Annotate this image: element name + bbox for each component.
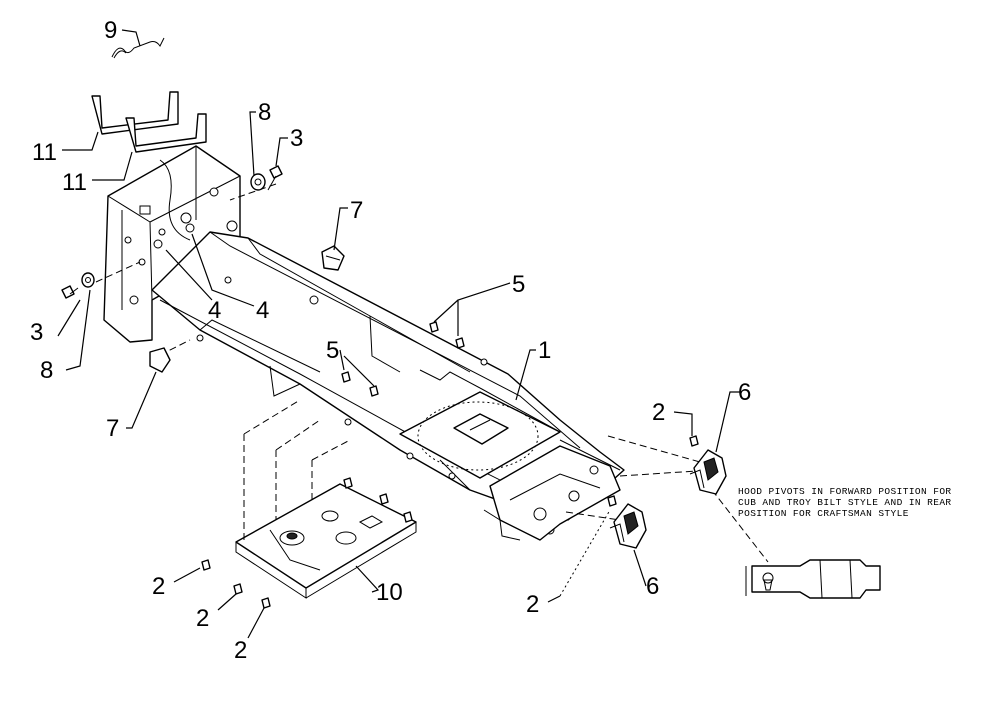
callout-2-plate-b: 2 <box>196 605 209 632</box>
part-5-screw-a <box>429 321 439 333</box>
callout-10: 10 <box>376 579 403 606</box>
part-4-bolt-left <box>153 239 163 249</box>
callout-8-lower: 8 <box>40 357 53 384</box>
part-2-screw-front <box>607 495 617 507</box>
callout-labels: 9 11 11 8 3 7 4 4 5 5 1 3 8 7 2 6 6 2 2 … <box>30 17 751 664</box>
callout-1: 1 <box>538 337 551 364</box>
part-6-hood-pivot-upper <box>689 449 727 495</box>
callout-5-left: 5 <box>326 337 339 364</box>
part-9-spring-clip <box>111 37 165 59</box>
part-3-bolt-upper <box>267 165 283 191</box>
part-2-screw-plate-c <box>261 597 271 609</box>
part-2-screw-plate-b <box>233 583 243 595</box>
part-1-frame-front <box>483 445 621 541</box>
hood-pivot-note: HOOD PIVOTS IN FORWARD POSITION FOR CUB … <box>738 486 952 519</box>
part-6-hood-pivot-lower <box>609 503 647 549</box>
hood-pivot-detail-view <box>745 559 881 599</box>
part-1-deck-plate <box>399 391 561 479</box>
part-11-bracket-lower <box>125 113 207 153</box>
part-11-bracket-upper <box>91 91 179 135</box>
assembly-dashed-lines <box>95 183 769 597</box>
callout-6-lower: 6 <box>646 573 659 600</box>
part-2-screw-hood <box>689 435 699 447</box>
note-line-2: CUB AND TROY BILT STYLE AND IN REAR <box>738 497 952 508</box>
callout-2-front: 2 <box>526 591 539 618</box>
part-3-bolt-lower <box>61 285 79 299</box>
callout-11-upper: 11 <box>32 139 57 166</box>
note-line-3: POSITION FOR CRAFTSMAN STYLE <box>738 508 909 519</box>
part-10-plate <box>235 483 417 599</box>
callout-3-lower: 3 <box>30 319 43 346</box>
callout-7-upper: 7 <box>350 197 363 224</box>
callout-3-upper: 3 <box>290 125 303 152</box>
part-5-screw-d <box>369 385 379 397</box>
part-7-clip-upper <box>321 245 345 271</box>
callout-4-right: 4 <box>256 297 269 324</box>
part-5-screw-c <box>341 371 351 383</box>
part-4-bolt-right <box>185 223 195 233</box>
part-8-bushing-lower <box>81 272 95 288</box>
part-8-bushing-upper <box>250 173 266 191</box>
callout-5-right: 5 <box>512 271 525 298</box>
callout-2-hood: 2 <box>652 399 665 426</box>
callout-9: 9 <box>104 17 117 44</box>
callout-11-lower: 11 <box>62 169 87 196</box>
callout-4-left: 4 <box>208 297 221 324</box>
note-line-1: HOOD PIVOTS IN FORWARD POSITION FOR <box>738 486 952 497</box>
callout-7-lower: 7 <box>106 415 119 442</box>
callout-8-upper: 8 <box>258 99 271 126</box>
part-7-clip-lower <box>149 347 171 373</box>
part-2-screw-plate-a <box>201 559 211 571</box>
callout-2-plate-c: 2 <box>234 637 247 664</box>
callout-6-upper: 6 <box>738 379 751 406</box>
callout-leaders <box>57 29 742 639</box>
part-5-screw-b <box>455 337 465 349</box>
part-2-screw-plate-d <box>343 477 413 523</box>
callout-2-plate-a: 2 <box>152 573 165 600</box>
